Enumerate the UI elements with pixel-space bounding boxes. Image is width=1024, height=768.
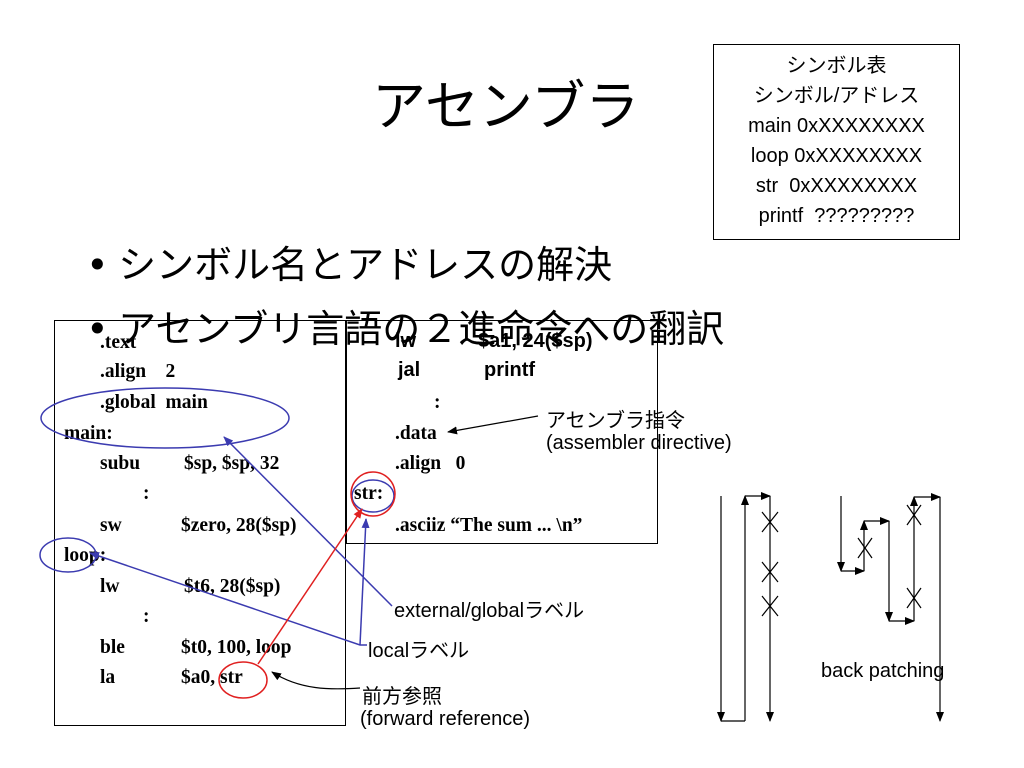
- annotation-forward-en: (forward reference): [360, 708, 531, 730]
- back-patching-diagram-right: [837, 493, 944, 722]
- code-line-text: .text: [100, 332, 137, 353]
- code-args-sw: $zero, 28($sp): [181, 515, 297, 536]
- bullet-marker: •: [86, 243, 109, 287]
- symbol-entry-printf: printf ?????????: [758, 205, 915, 227]
- code-line-data: .data: [395, 423, 437, 444]
- highlight-str-red: [350, 471, 396, 517]
- code-op-ble: ble: [100, 637, 125, 658]
- code-line-asciiz: .asciiz “The sum ... \n”: [395, 515, 583, 536]
- highlight-str-ref: [218, 661, 268, 699]
- annotation-local: localラベル: [368, 640, 470, 662]
- code-line-align: .align 2: [100, 361, 176, 382]
- page-title: アセンブラ: [372, 75, 640, 138]
- arrow-forward-label: [271, 671, 361, 690]
- code-box-left: [54, 320, 346, 726]
- symbol-entry-loop: loop 0xXXXXXXXX: [750, 145, 923, 167]
- code-ellipsis-right: :: [434, 392, 441, 413]
- code-args-lw: $t6, 28($sp): [184, 576, 281, 597]
- symbol-table-header: シンボル/アドレス: [753, 85, 920, 107]
- arrow-local-label: [89, 552, 367, 646]
- code-op-la: la: [100, 667, 116, 688]
- arrow-external-global: [223, 436, 393, 607]
- annotation-forward-ja: 前方参照: [362, 686, 442, 708]
- bullet-text-2: アセンブリ言語の２進命令への翻訳: [118, 307, 725, 351]
- code-box-right: [346, 320, 658, 544]
- symbol-table: シンボル表 シンボル/アドレス main 0xXXXXXXXX loop 0xX…: [713, 44, 960, 240]
- code-op-lw-right: lw: [395, 330, 417, 352]
- bullet-item-2: •アセンブリ言語の２進命令への翻訳: [62, 254, 724, 353]
- symbol-entry-str: str 0xXXXXXXXX: [755, 175, 918, 197]
- symbol-entry-main: main 0xXXXXXXXX: [748, 115, 925, 137]
- code-args-lw-right: $a1, 24($sp): [478, 330, 593, 352]
- annotation-back-patching: back patching: [821, 660, 945, 682]
- bullet-text-1: シンボル名とアドレスの解決: [118, 243, 613, 287]
- annotation-directive-ja: アセンブラ指令: [546, 410, 685, 432]
- code-op-jal: jal: [398, 359, 421, 381]
- highlight-global-main: [40, 387, 290, 449]
- highlight-str-label: [351, 479, 395, 513]
- code-ellipsis-2: :: [143, 606, 150, 627]
- code-args-subu: $sp, $sp, 32: [184, 453, 280, 474]
- code-op-subu: subu: [100, 453, 141, 474]
- arrow-directive: [447, 415, 539, 435]
- code-line-align-right: .align 0: [395, 453, 466, 474]
- arrow-forward-reference: [257, 508, 363, 665]
- label-str: str:: [354, 483, 384, 504]
- code-op-lw: lw: [100, 576, 120, 597]
- annotation-external-global: external/globalラベル: [394, 600, 585, 622]
- code-line-global: .global main: [100, 392, 208, 413]
- annotation-directive-en: (assembler directive): [546, 432, 732, 454]
- arrow-local-str: [359, 518, 370, 646]
- back-patching-diagram-left: [717, 492, 779, 722]
- code-args-la: $a0, str: [181, 667, 243, 688]
- symbol-table-title: シンボル表: [786, 55, 887, 77]
- code-op-sw: sw: [100, 515, 122, 536]
- code-ellipsis-1: :: [143, 483, 150, 504]
- bullet-marker: •: [86, 307, 109, 351]
- code-args-jal: printf: [484, 359, 536, 381]
- highlight-loop-label: [39, 537, 97, 573]
- bullet-item-1: •シンボル名とアドレスの解決: [62, 190, 612, 289]
